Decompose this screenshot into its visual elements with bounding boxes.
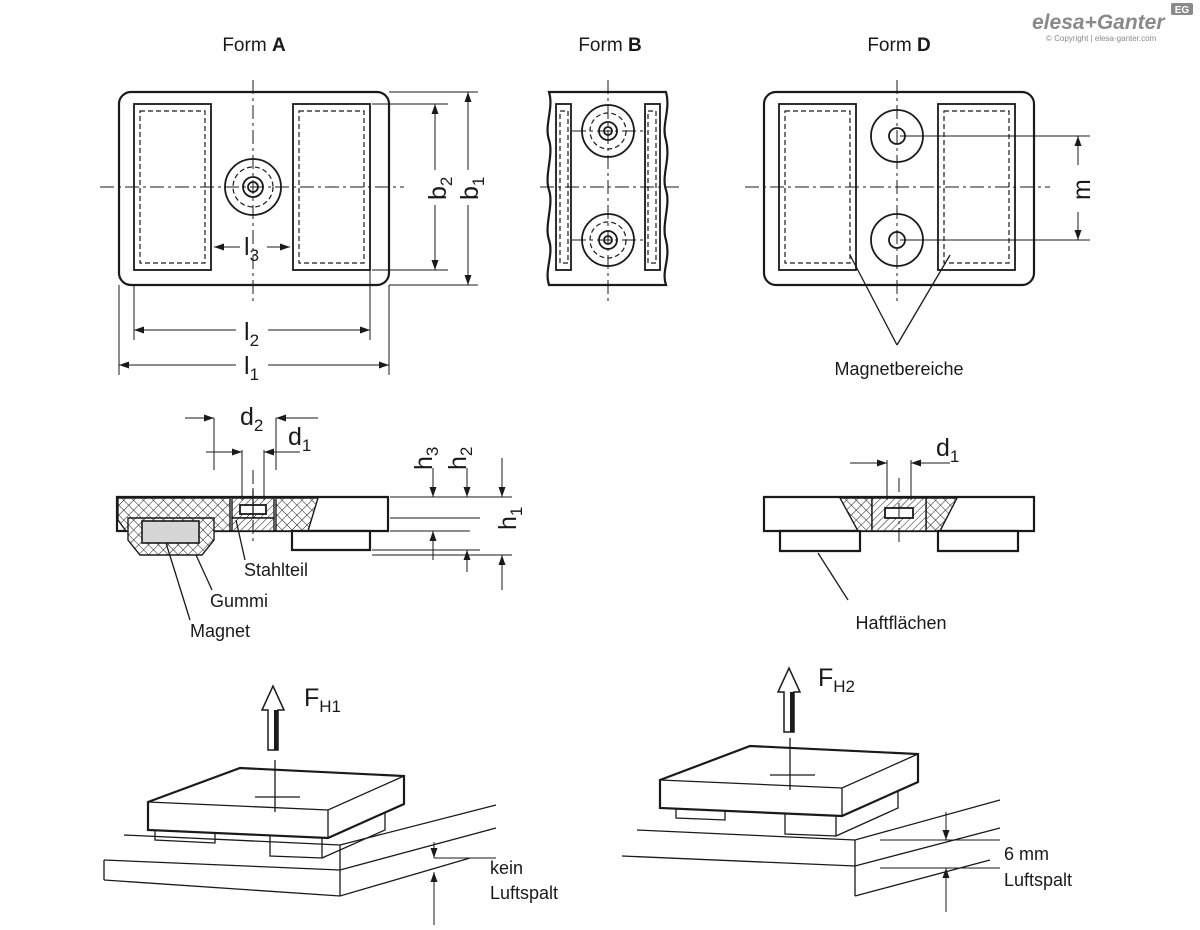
form-a-top-view: l3 l2 l1 b2 b1 — [100, 80, 488, 384]
air-gap-none-line1: kein — [490, 858, 523, 878]
dim-h2-label: h2 — [444, 447, 476, 470]
dim-d2-label: d2 — [240, 403, 263, 435]
illustration-air-gap: FH2 6 mm Luftspalt — [621, 664, 1072, 912]
force-fh1-label: FH1 — [304, 684, 341, 716]
form-d-top-view: m Magnetbereiche — [745, 80, 1096, 379]
dim-h1-label: h1 — [494, 507, 526, 530]
form-a-section-view: d2 d1 h3 h2 h1 Stahlteil Gummi Magnet — [115, 403, 526, 641]
dim-d1-form-d-label: d1 — [936, 434, 959, 466]
callout-magnetbereiche: Magnetbereiche — [834, 359, 963, 379]
brand-logo: elesa+Ganter EG © Copyright | elesa-gant… — [1032, 3, 1193, 43]
dim-l3-label: l3 — [244, 233, 259, 265]
brand-badge-text: EG — [1175, 5, 1190, 16]
callout-gummi: Gummi — [210, 591, 268, 611]
force-arrow-fh1 — [260, 684, 286, 751]
form-b-heading: Form B — [578, 35, 641, 56]
illustration-no-air-gap: FH1 kein Luftspalt — [103, 684, 558, 925]
brand-copyright: © Copyright | elesa-ganter.com — [1046, 34, 1157, 43]
air-gap-6mm-line1: 6 mm — [1004, 844, 1049, 864]
brand-wordmark: elesa+Ganter — [1032, 11, 1166, 34]
form-a-heading: Form A — [222, 35, 286, 56]
force-fh2-label: FH2 — [818, 664, 855, 696]
brand-badge — [1171, 3, 1193, 15]
dim-m-label: m — [1068, 179, 1096, 200]
air-gap-6mm-line2: Luftspalt — [1004, 870, 1072, 890]
callout-stahlteil: Stahlteil — [244, 560, 308, 580]
dim-b1-label: b1 — [456, 177, 488, 200]
callout-haftflaechen: Haftflächen — [855, 613, 946, 633]
dim-l2-label: l2 — [244, 318, 259, 350]
air-gap-none-line2: Luftspalt — [490, 883, 558, 903]
form-d-section-view: d1 Haftflächen — [762, 434, 1036, 633]
dim-d1-form-a-label: d1 — [288, 423, 311, 455]
form-d-heading: Form D — [867, 35, 930, 56]
dim-l1-label: l1 — [244, 352, 259, 384]
callout-magnet: Magnet — [190, 621, 250, 641]
form-b-top-view — [540, 80, 680, 302]
dim-h3-label: h3 — [410, 447, 442, 470]
force-arrow-fh2 — [776, 666, 802, 733]
dim-b2-label: b2 — [424, 177, 456, 200]
